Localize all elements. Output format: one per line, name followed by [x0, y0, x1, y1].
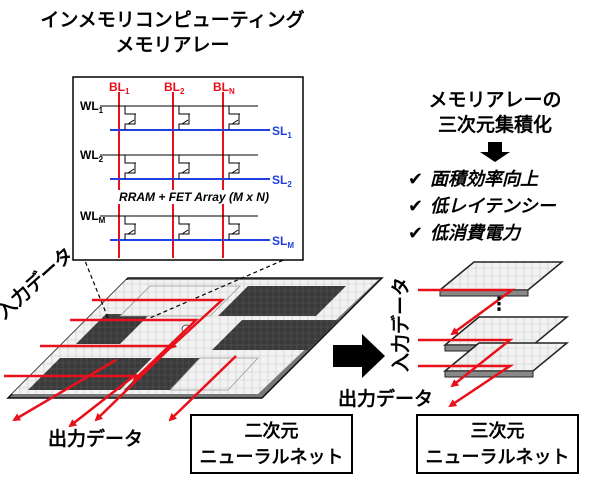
- bitline-label-2: BL2: [164, 80, 185, 96]
- chip-block: [124, 358, 200, 390]
- output-data-label-right: 出力データ: [338, 388, 434, 410]
- cell: [228, 106, 240, 130]
- data-arrow: [12, 358, 117, 422]
- integration-title-line2: 三次元集積化: [437, 114, 552, 136]
- data-arrow: [418, 338, 514, 388]
- wordline-label-2: WL2: [80, 148, 104, 164]
- three-d-box-line1: 三次元: [470, 421, 525, 442]
- two-d-box-line1: 二次元: [244, 421, 299, 442]
- sourceline-label-1: SL1: [272, 124, 292, 140]
- check-icon: ✔: [408, 196, 424, 217]
- wordline-label-m: WLM: [80, 209, 106, 225]
- output-data-label-left: 出力データ: [48, 428, 144, 450]
- wordline-label-1: WL1: [80, 99, 104, 115]
- sourceline-label-2: SL2: [272, 173, 292, 189]
- chip-block: [76, 314, 150, 344]
- benefit-item: ✔低レイテンシー: [408, 193, 556, 220]
- right-data-arrows: [418, 288, 516, 408]
- array-title: インメモリコンピューティング メモリアレー: [40, 8, 305, 58]
- left-data-arrows: [4, 298, 237, 428]
- cell: [178, 216, 190, 240]
- two-d-box-line2: ニューラルネット: [199, 447, 344, 468]
- stack-dots: ⋮: [490, 294, 508, 315]
- cell: [124, 216, 136, 240]
- array-title-line2: メモリアレー: [115, 34, 230, 56]
- two-d-network-box: 二次元 ニューラルネット: [190, 414, 353, 474]
- cell: [124, 155, 136, 179]
- two-d-chip: [6, 277, 384, 399]
- data-arrow: [70, 318, 200, 382]
- array-title-line1: インメモリコンピューティング: [40, 9, 305, 31]
- bitline-label-1: BL1: [109, 80, 130, 96]
- chip-block: [218, 286, 346, 316]
- three-d-stack: [437, 261, 570, 378]
- cell: [178, 155, 190, 179]
- data-arrow: [168, 355, 237, 422]
- cell: [228, 155, 240, 179]
- three-d-box-line2: ニューラルネット: [425, 447, 570, 468]
- cell: [124, 106, 136, 130]
- benefit-item: ✔低消費電力: [408, 220, 556, 247]
- three-d-network-box: 三次元 ニューラルネット: [416, 414, 579, 474]
- down-arrow: [480, 142, 510, 162]
- chip-block: [170, 320, 242, 350]
- data-arrow: [418, 288, 516, 336]
- bitline-label-n: BLN: [213, 80, 235, 96]
- integration-title: メモリアレーの 三次元集積化: [395, 88, 595, 138]
- data-arrow: [40, 344, 176, 422]
- data-arrow: [92, 298, 226, 350]
- cell: [228, 216, 240, 240]
- transform-arrow: [333, 334, 385, 378]
- chip-block: [256, 320, 340, 350]
- benefit-item: ✔面積効率向上: [408, 166, 556, 193]
- benefits-list: ✔面積効率向上 ✔低レイテンシー ✔低消費電力: [408, 166, 556, 247]
- array-caption: RRAM + FET Array (M x N): [94, 190, 294, 204]
- sourceline-label-m: SLM: [272, 234, 295, 250]
- data-arrow: [4, 374, 138, 428]
- stack-layer-bottom-edge: [444, 370, 534, 378]
- check-icon: ✔: [408, 223, 424, 244]
- memory-cells: [124, 106, 240, 240]
- input-data-label-right: 入力データ: [390, 276, 412, 372]
- cell: [178, 106, 190, 130]
- data-arrow: [418, 364, 515, 408]
- array-frame: [72, 76, 304, 261]
- integration-title-line1: メモリアレーの: [428, 89, 562, 111]
- chip-block: [169, 357, 259, 391]
- stack-layer-top: [437, 261, 565, 291]
- check-icon: ✔: [408, 169, 424, 190]
- array-detail: [72, 76, 304, 261]
